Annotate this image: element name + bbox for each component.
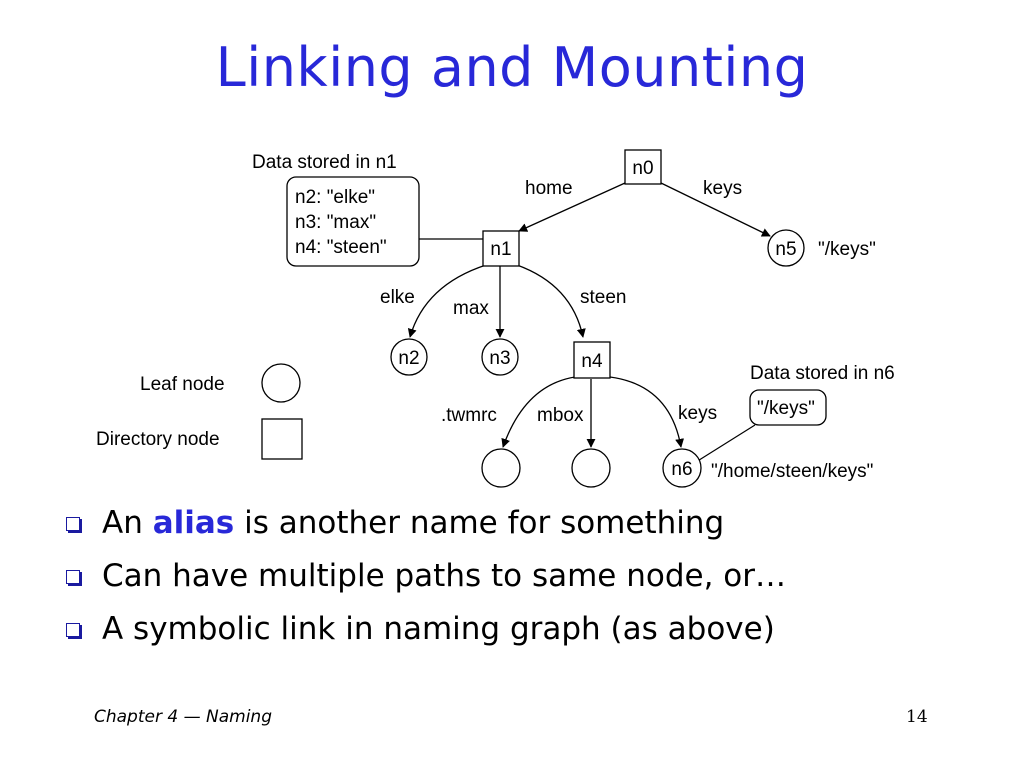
node-twmrc-leaf	[481, 448, 521, 488]
n6-path-label: "/home/steen/keys"	[711, 461, 873, 482]
edge-label-steen: steen	[580, 287, 626, 308]
n6-data-caption: Data stored in n6	[750, 363, 895, 384]
edge-label-home: home	[525, 178, 573, 199]
edge-twmrc	[501, 376, 576, 448]
footer-chapter-label: Chapter 4	[94, 707, 179, 727]
bullet-text-before: An	[102, 505, 153, 541]
page-number: 14	[906, 707, 928, 727]
bullet-item: An alias is another name for something	[62, 500, 786, 553]
edge-keys-bottom	[609, 376, 685, 448]
checkbox-bullet-icon	[66, 570, 80, 584]
node-n3-circle	[481, 338, 519, 376]
bullet-text: A symbolic link in naming graph (as abov…	[102, 611, 775, 647]
edge-home	[518, 182, 626, 232]
node-n5-circle	[767, 229, 805, 267]
node-n1-box	[482, 230, 520, 267]
legend-directory-square	[261, 418, 303, 460]
edge-label-keys-top: keys	[703, 178, 742, 199]
edge-steen	[516, 264, 586, 338]
legend-leaf-circle	[261, 363, 301, 403]
node-n5-label: n5	[775, 239, 796, 260]
n6-data-box	[749, 389, 827, 426]
edge-keys-top	[660, 182, 771, 237]
footer-topic: Naming	[206, 707, 272, 727]
node-n3-label: n3	[489, 348, 510, 369]
bullet-highlight-alias: alias	[152, 505, 235, 541]
checkbox-bullet-icon	[66, 517, 80, 531]
node-n6-label: n6	[671, 459, 692, 480]
edge-label-max: max	[453, 298, 489, 319]
bullet-item: A symbolic link in naming graph (as abov…	[62, 606, 786, 659]
footer-chapter: Chapter 4 — Naming	[94, 707, 272, 727]
node-n2-circle	[390, 338, 428, 376]
footer-dash: —	[183, 707, 201, 727]
n1-data-box	[286, 176, 420, 267]
node-n1-label: n1	[490, 239, 511, 260]
edge-label-twmrc: .twmrc	[441, 405, 497, 426]
edge-elke	[407, 264, 487, 338]
legend-leaf-label: Leaf node	[140, 374, 225, 395]
bullet-text: Can have multiple paths to same node, or…	[102, 558, 787, 594]
n1-data-caption: Data stored in n1	[252, 152, 397, 173]
bullet-item: Can have multiple paths to same node, or…	[62, 553, 786, 606]
checkbox-bullet-icon	[66, 623, 80, 637]
node-n2-label: n2	[398, 348, 419, 369]
n1-data-line: n3: "max"	[295, 212, 376, 233]
legend-directory-label: Directory node	[96, 429, 220, 450]
bullet-text-after: is another name for something	[234, 505, 725, 541]
n5-path-label: "/keys"	[818, 239, 876, 260]
n1-data-line: n4: "steen"	[295, 237, 387, 258]
edge-label-mbox: mbox	[537, 405, 584, 426]
node-n0-label: n0	[632, 158, 653, 179]
edge-label-keys-bottom: keys	[678, 403, 717, 424]
node-mbox-leaf	[571, 448, 611, 488]
node-n4-box	[573, 341, 611, 379]
node-n4-label: n4	[581, 351, 603, 372]
edge-label-elke: elke	[380, 287, 415, 308]
node-n0-box	[624, 149, 662, 185]
n6-data-connector	[695, 424, 756, 463]
n1-data-line: n2: "elke"	[295, 187, 375, 208]
node-n6-circle	[662, 448, 702, 488]
bullet-list: An alias is another name for something C…	[62, 500, 786, 659]
n6-data-value: "/keys"	[757, 398, 815, 419]
slide-title: Linking and Mounting	[215, 36, 809, 99]
